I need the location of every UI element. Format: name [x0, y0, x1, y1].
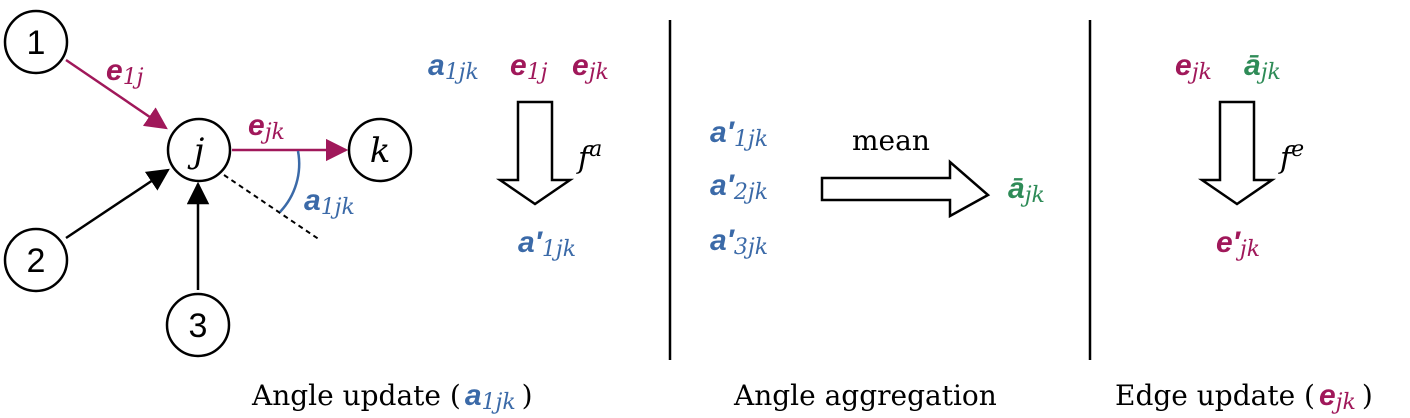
- node-2: 2: [3, 227, 69, 293]
- node-3-label: 3: [189, 307, 208, 345]
- label-e1j: e1j: [106, 54, 144, 90]
- edge-update-input-ejk: ejk: [1175, 49, 1212, 85]
- aggregation-input-3: a′3jk: [710, 224, 768, 260]
- aggregation-right-arrow: [820, 159, 991, 219]
- angle-update-input-a1jk: a1jk: [428, 49, 479, 85]
- aggregation-input-1: a′1jk: [710, 116, 768, 152]
- angle-update-function: fa: [576, 137, 602, 176]
- angle-arc: [279, 150, 301, 213]
- aggregation-output: ājk: [1008, 172, 1045, 208]
- node-k: k: [347, 117, 413, 183]
- edge-update-output: e′jk: [1216, 226, 1260, 262]
- angle-update-input-e1j: e1j: [510, 49, 548, 85]
- edge-1-j: [65, 58, 168, 130]
- angle-update-output: a′1jk: [518, 226, 576, 262]
- aggregation-op-label: mean: [852, 124, 930, 157]
- node-2-label: 2: [27, 242, 46, 280]
- angle-update-down-arrow: [495, 100, 575, 206]
- node-1-label: 1: [27, 24, 46, 62]
- label-a1jk: a1jk: [304, 184, 355, 220]
- node-j: j: [166, 117, 232, 183]
- node-k-label: k: [370, 131, 391, 171]
- angle-reference-dashed: [223, 174, 321, 241]
- angle-update-input-ejk: ejk: [572, 49, 609, 85]
- node-1: 1: [3, 9, 69, 75]
- caption-angle-aggregation: Angle aggregation: [733, 379, 997, 412]
- caption-angle-update: Angle update (a1jk): [251, 379, 533, 415]
- edge-2-j: [65, 168, 170, 240]
- edge-update-input-ajk: ājk: [1244, 49, 1281, 85]
- edge-update-down-arrow: [1197, 100, 1277, 206]
- label-ejk: ejk: [248, 109, 285, 145]
- caption-edge-update: Edge update (ejk): [1115, 379, 1373, 415]
- edge-update-function: fe: [1278, 137, 1304, 176]
- node-3: 3: [165, 292, 231, 358]
- aggregation-input-2: a′2jk: [710, 169, 768, 205]
